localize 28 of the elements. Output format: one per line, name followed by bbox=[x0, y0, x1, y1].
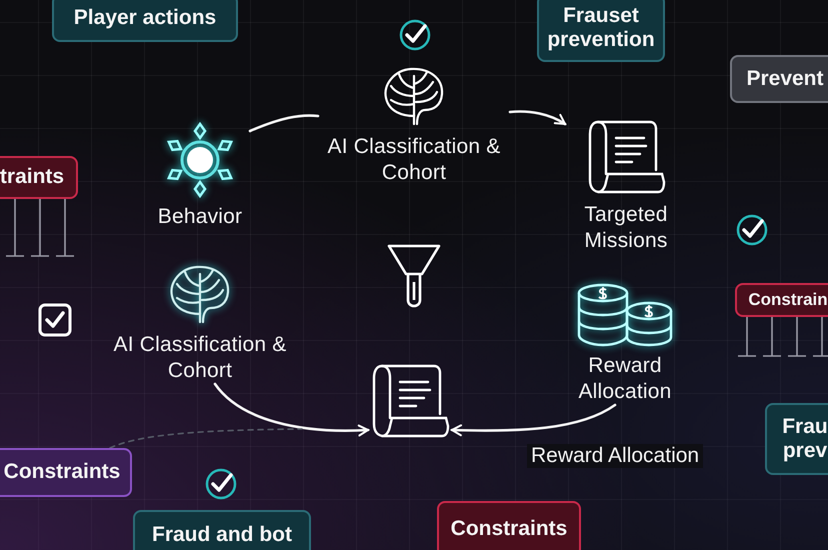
tag-label: Player actions bbox=[74, 6, 216, 30]
arrow bbox=[214, 382, 370, 436]
tag-box bbox=[437, 501, 581, 550]
arrow bbox=[450, 404, 616, 436]
node-label: AI Classification & Cohort bbox=[326, 134, 502, 186]
tag-label: Constraints bbox=[4, 460, 120, 485]
dashed-connector bbox=[109, 428, 303, 449]
tag-label: Prevent bbox=[746, 66, 824, 92]
tag-box bbox=[0, 448, 132, 497]
arrow bbox=[508, 110, 566, 126]
tag-label: Constraints bbox=[450, 516, 568, 542]
tag-label: Constrain bbox=[748, 290, 828, 310]
node-label: Targeted Missions bbox=[583, 202, 669, 254]
tag-box bbox=[52, 0, 238, 42]
tag-label: Frauset prevention bbox=[547, 4, 655, 52]
tag-label: Frau prev bbox=[781, 414, 828, 464]
tag-box bbox=[133, 510, 311, 550]
tag-box bbox=[537, 0, 665, 62]
node-label: AI Classification & Cohort bbox=[112, 332, 288, 384]
tag-box bbox=[730, 55, 828, 103]
node-label: Behavior bbox=[158, 204, 242, 230]
edge-label: Reward Allocation bbox=[527, 444, 704, 468]
tag-label: Fraud and bot bbox=[152, 522, 292, 548]
node-label: Reward Allocation bbox=[577, 353, 673, 405]
tag-label: traints bbox=[0, 165, 64, 190]
tag-box bbox=[0, 156, 78, 199]
tag-box bbox=[765, 403, 828, 475]
tag-box bbox=[735, 283, 828, 317]
